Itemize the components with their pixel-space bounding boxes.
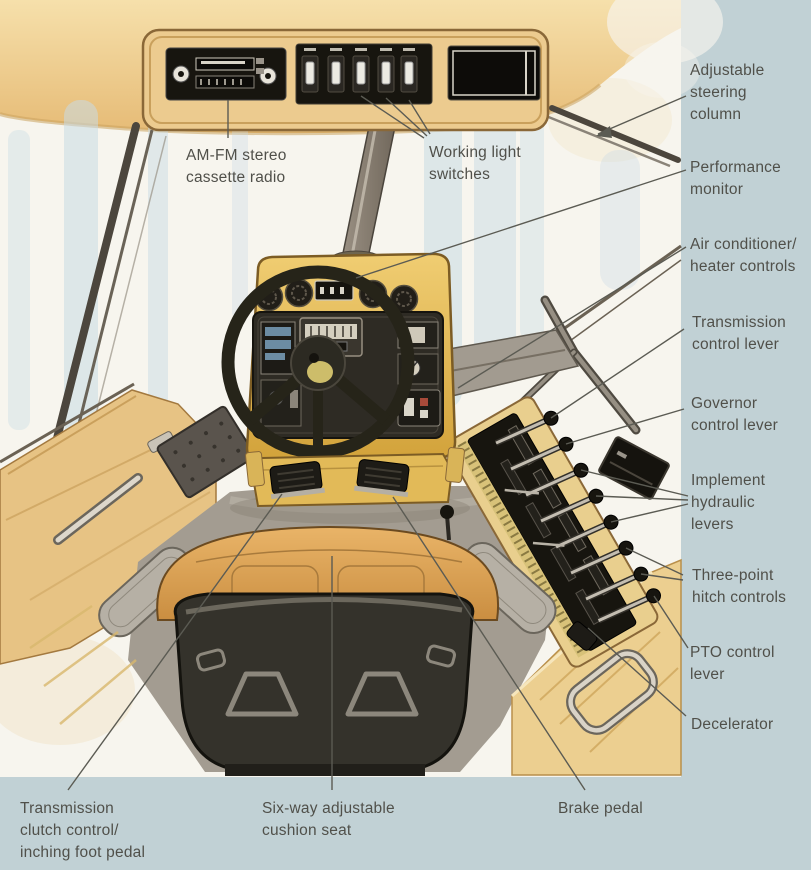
decelerator-pedal <box>566 621 598 651</box>
clutch-pedal <box>269 461 325 500</box>
working-light-switches <box>301 48 418 93</box>
label-three-point-hitch: Three-point hitch controls <box>692 567 787 606</box>
overhead-console <box>141 28 550 132</box>
driver-seat <box>156 525 500 776</box>
hitch-control-box <box>598 436 670 500</box>
light-switch-panel <box>295 43 433 105</box>
left-a-pillar <box>46 122 167 470</box>
label-implement-levers: Implement hydraulic levers <box>691 472 766 533</box>
fender-grab-handle <box>566 649 658 735</box>
label-decelerator: Decelerator <box>691 716 774 733</box>
leader-arrowhead <box>596 126 612 138</box>
left-step-tray <box>156 405 256 499</box>
instrument-panel <box>252 311 444 439</box>
right-windshield-frame <box>544 105 682 355</box>
label-clutch-pedal: Transmission clutch control/ inching foo… <box>20 800 146 861</box>
performance-monitor-display <box>314 280 354 301</box>
label-working-lights: Working light switches <box>429 144 521 183</box>
brake-pedal <box>354 459 410 498</box>
steering-wheel <box>221 265 415 459</box>
radio-panel <box>165 47 287 101</box>
label-radio: AM-FM stereo cassette radio <box>186 147 287 186</box>
label-brake-pedal: Brake pedal <box>558 800 643 817</box>
right-frame-tubes <box>430 295 641 435</box>
control-console <box>445 396 661 668</box>
seat-back-shell <box>173 592 475 776</box>
door-handle <box>53 431 175 545</box>
label-performance-monitor: Performance monitor <box>690 159 781 198</box>
overhead-display-panel <box>447 45 541 101</box>
pedal-pedestal <box>245 447 465 541</box>
label-steering-column: Adjustable steering column <box>690 62 765 123</box>
label-pto-lever: PTO control lever <box>690 644 775 683</box>
watercolor-streaks <box>29 604 137 725</box>
label-cushion-seat: Six-way adjustable cushion seat <box>262 800 395 839</box>
label-transmission-lever: Transmission control lever <box>692 314 786 353</box>
label-governor-lever: Governor control lever <box>691 395 779 434</box>
leader-lines <box>67 95 689 791</box>
label-air-conditioner: Air conditioner/ heater controls <box>690 236 797 275</box>
